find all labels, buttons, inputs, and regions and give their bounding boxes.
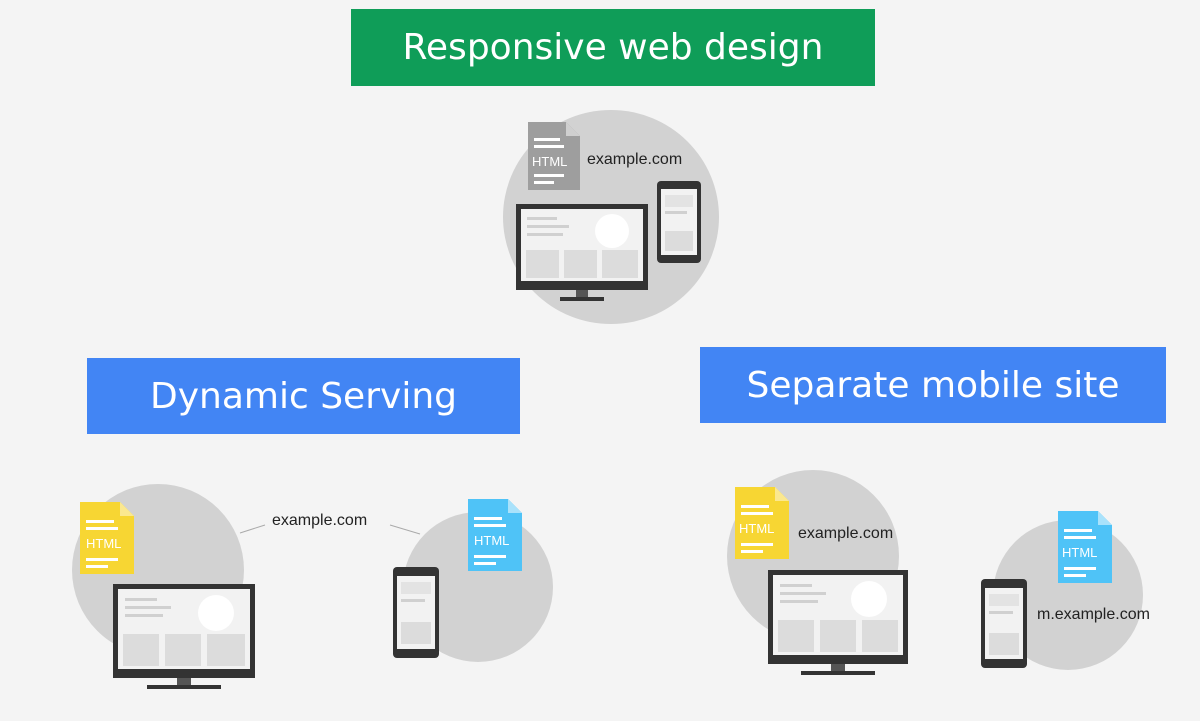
responsive-smartphone-icon xyxy=(657,181,701,263)
responsive-html-document-icon: HTML xyxy=(528,122,580,190)
dynamic-desktop-doc-label: HTML xyxy=(86,536,121,551)
dynamic-mobile-html-document-icon: HTML xyxy=(468,499,522,571)
dynamic-mobile-doc-label: HTML xyxy=(474,533,509,548)
separate-desktop-url-label: example.com xyxy=(798,525,894,542)
dynamic-desktop-html-document-icon: HTML xyxy=(80,502,134,574)
separate-desktop-html-document-icon: HTML xyxy=(735,487,789,559)
separate-mobile-html-document-icon: HTML xyxy=(1058,511,1112,583)
separate-mobile-url-label: m.example.com xyxy=(1037,606,1150,623)
responsive-web-design-title: Responsive web design xyxy=(402,27,824,68)
dynamic-smartphone-icon xyxy=(393,567,439,658)
responsive-web-design-banner: Responsive web design xyxy=(351,9,875,86)
separate-mobile-site-title: Separate mobile site xyxy=(746,364,1120,406)
dynamic-desktop-monitor-icon xyxy=(113,584,255,689)
separate-desktop-doc-label: HTML xyxy=(739,521,774,536)
dynamic-serving-banner: Dynamic Serving xyxy=(87,358,520,434)
responsive-desktop-monitor-icon xyxy=(516,204,648,301)
dynamic-url-label: example.com xyxy=(272,512,368,529)
responsive-url-label: example.com xyxy=(587,151,683,168)
separate-mobile-doc-label: HTML xyxy=(1062,545,1097,560)
separate-mobile-site-banner: Separate mobile site xyxy=(700,347,1166,423)
separate-desktop-monitor-icon xyxy=(768,570,908,675)
responsive-doc-label: HTML xyxy=(532,154,567,169)
separate-smartphone-icon xyxy=(981,579,1027,668)
dynamic-serving-title: Dynamic Serving xyxy=(150,375,457,417)
